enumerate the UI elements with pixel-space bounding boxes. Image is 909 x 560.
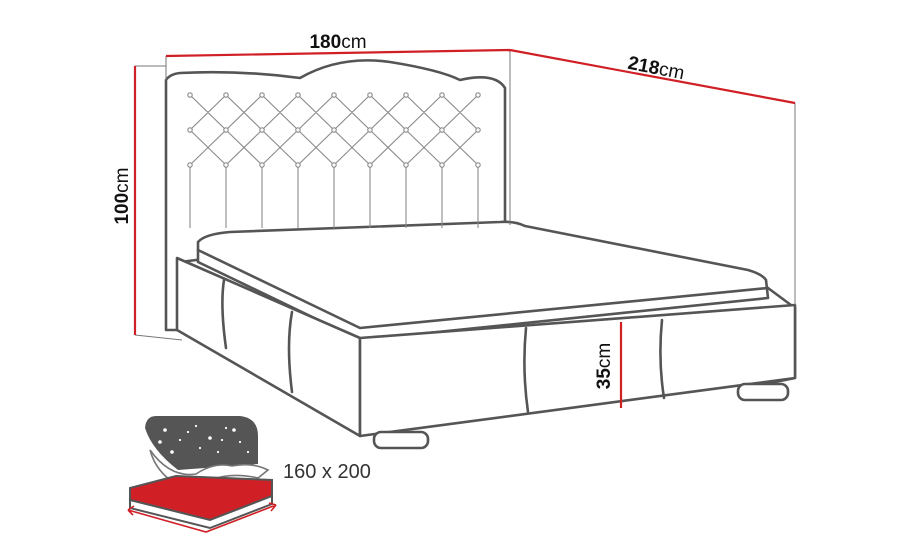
tufting-button [475,162,481,168]
tufting-button [295,162,301,168]
star-icon [178,438,182,442]
tufting-button [187,92,193,98]
dimension-lines [133,48,796,408]
tufting-button [403,92,409,98]
headboard [164,59,507,332]
tufting-button [331,162,337,168]
frame-height-dimension-label: 35cm [594,343,615,389]
tufting-button [187,127,193,133]
width-dimension-label: 180cm [309,32,366,53]
tufting-button [403,162,409,168]
foot-front-left [372,430,430,450]
bed-drawing [164,59,797,450]
star-icon [232,428,236,432]
tufting-button [439,162,445,168]
extension-lines [134,50,796,341]
tufting-button [331,92,337,98]
tufting-button [223,92,229,98]
tufting-button [295,127,301,133]
tufting-button [439,92,445,98]
tufting-button [439,127,445,133]
tufting-button [367,127,373,133]
star-icon [198,446,202,450]
tufting-button [259,162,265,168]
star-icon [186,430,190,434]
tufting-button [475,127,481,133]
mattress [196,220,770,342]
star-icon [208,436,212,440]
length-dimension-label: 218cm [626,53,686,84]
star-icon [220,438,224,442]
star-icon [216,450,220,454]
tufting-button [367,92,373,98]
foot-front-right [736,382,790,402]
star-icon [163,428,167,432]
side-panel-seams [221,278,294,394]
foot-panel-seams [523,318,666,414]
mattress-top-edge [196,248,770,330]
mattress-size-label: 160 x 200 [283,461,371,483]
storage-dimension-arrows [127,502,277,533]
height-dimension-label: 100cm [112,167,133,224]
width-line [165,48,511,58]
tufting-button [331,127,337,133]
storage-container-icon [127,416,277,533]
star-icon [224,426,228,430]
star-pattern [158,424,250,454]
star-icon [170,450,174,454]
tufting-button [223,162,229,168]
star-icon [194,424,198,428]
tufting-button [475,92,481,98]
tufting-button [187,162,193,168]
tufting-seams [189,94,479,228]
headboard-tufting [187,92,481,228]
star-icon [238,440,242,444]
storage-lid [145,416,258,470]
tufting-button [367,162,373,168]
star-icon [246,450,250,454]
frame-foot [358,303,797,438]
tufting-button [223,127,229,133]
length-line [509,48,796,105]
tufting-button [259,92,265,98]
tufting-button [259,127,265,133]
tufting-button [403,127,409,133]
tufting-button [295,92,301,98]
star-icon [158,440,162,444]
